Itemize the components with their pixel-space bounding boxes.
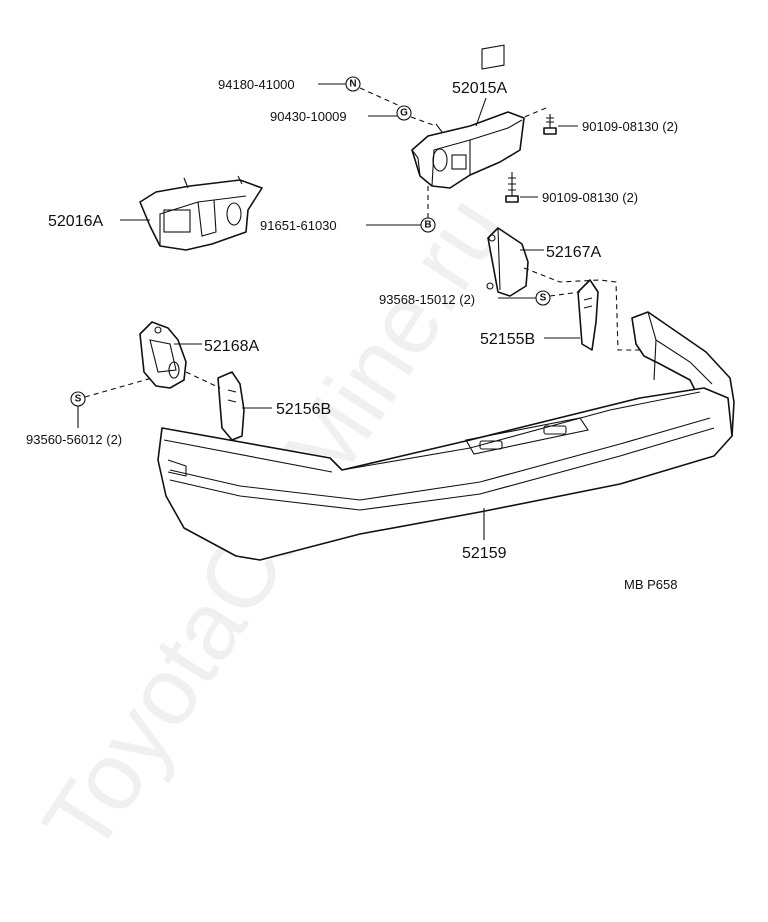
symbol-b-text: B <box>424 220 431 231</box>
label-52168A: 52168A <box>204 338 259 355</box>
dashed-guide <box>523 267 640 351</box>
bracket-52167A[interactable] <box>486 227 529 297</box>
bracket-52155B[interactable] <box>577 279 599 351</box>
dashed-guide <box>410 116 437 127</box>
dashed-guide <box>84 377 153 398</box>
leader-52015A <box>475 97 487 127</box>
figure-code: MB P658 <box>624 577 677 592</box>
label-52159: 52159 <box>462 545 507 562</box>
dashed-guide <box>185 371 221 389</box>
label-90109-08130-a: 90109-08130 (2) <box>582 119 678 134</box>
label-52156B: 52156B <box>276 401 331 418</box>
bolt-icon <box>505 172 519 203</box>
bracket-52156B[interactable] <box>217 371 245 441</box>
label-52015A: 52015A <box>452 80 507 97</box>
bracket-52016A[interactable] <box>139 175 263 251</box>
bumper-cover-52159[interactable] <box>157 311 735 561</box>
label-52155B: 52155B <box>480 331 535 348</box>
dashed-guide <box>359 87 401 107</box>
symbol-s-text: S <box>75 394 82 405</box>
label-91651-61030: 91651-61030 <box>260 218 337 233</box>
label-52016A: 52016A <box>48 213 103 230</box>
label-94180-41000: 94180-41000 <box>218 77 295 92</box>
clip-symbol-s <box>535 290 551 306</box>
bracket-52168A[interactable] <box>139 321 187 389</box>
washer-symbol-g <box>396 105 412 121</box>
label-52167A: 52167A <box>546 244 601 261</box>
label-93568-15012: 93568-15012 (2) <box>379 292 475 307</box>
label-90109-08130-b: 90109-08130 (2) <box>542 190 638 205</box>
label-93560-56012: 93560-56012 (2) <box>26 432 122 447</box>
dashed-guide <box>521 107 547 119</box>
label-90430-10009: 90430-10009 <box>270 109 347 124</box>
dashed-guide <box>549 291 581 297</box>
symbol-s-text: S <box>540 293 547 304</box>
symbol-g-text: G <box>400 108 408 119</box>
nut-symbol-n <box>345 76 361 92</box>
bolt-icon <box>543 114 557 135</box>
symbol-n-text: N <box>349 79 356 90</box>
bracket-52015A[interactable] <box>411 44 525 189</box>
